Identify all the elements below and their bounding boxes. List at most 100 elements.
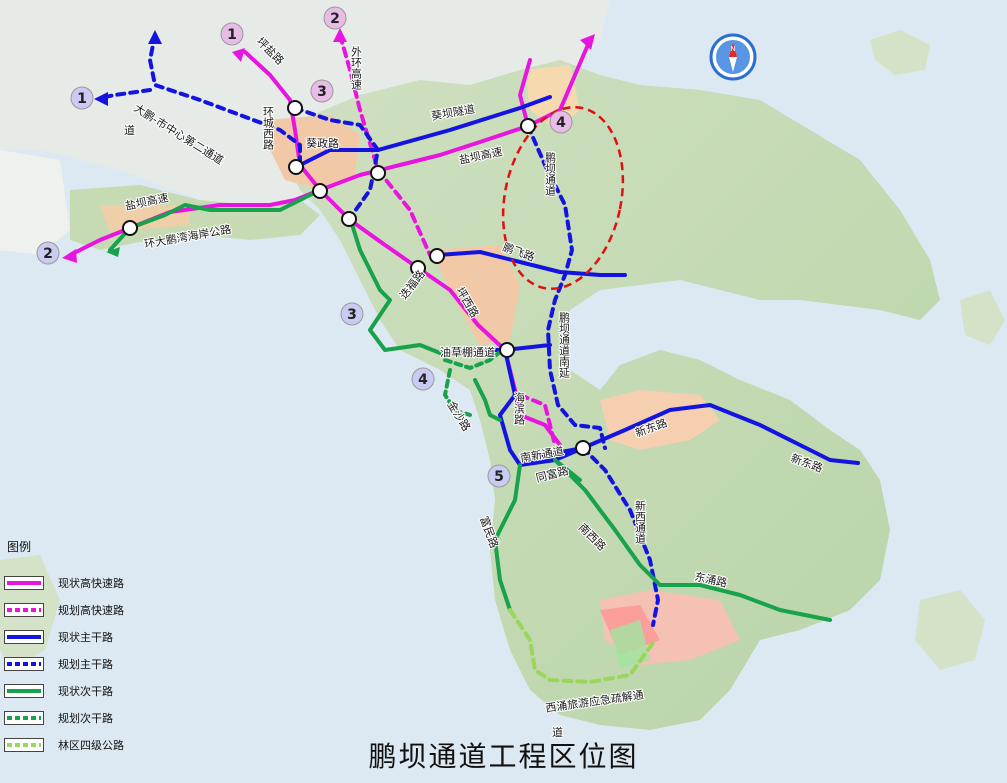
- legend-swatch: [4, 629, 44, 644]
- arrow-icon: [106, 247, 120, 257]
- numbered-markers: 1 2 3 4 1 2 3 4 5: [36, 6, 573, 488]
- legend-item: 现状高快速路: [4, 569, 154, 596]
- xindong-road: [581, 403, 860, 465]
- yanba-west-approach: [518, 58, 532, 128]
- svg-text:4: 4: [556, 115, 566, 131]
- marker-2-blue: 2: [36, 241, 60, 265]
- peninsula-land: [285, 60, 940, 730]
- label-huancheng-west: 环城西路: [262, 106, 275, 151]
- label-kuizheng: 葵政路: [306, 136, 339, 150]
- label-dao: 道: [124, 123, 135, 137]
- legend-swatch: [4, 737, 44, 752]
- pengba-highlight-ellipse: [501, 105, 625, 291]
- svg-text:3: 3: [347, 307, 357, 323]
- legend-title: 图例: [7, 540, 32, 554]
- arrow-icon: [232, 48, 245, 62]
- svg-text:2: 2: [330, 11, 340, 27]
- svg-text:1: 1: [227, 27, 237, 43]
- legend-label: 规划高快速路: [58, 603, 124, 617]
- svg-text:5: 5: [494, 469, 504, 485]
- nanxin-link: [518, 446, 585, 467]
- legend-item: 规划主干路: [4, 650, 154, 677]
- svg-text:3: 3: [317, 84, 327, 100]
- legend-item: 林区四级公路: [4, 731, 154, 758]
- legend-swatch: [4, 656, 44, 671]
- label-xiyong-dao: 道: [552, 725, 563, 739]
- svg-text:4: 4: [418, 372, 428, 388]
- expressways-planned: [338, 33, 557, 447]
- junction-node: [312, 183, 328, 199]
- junction-node: [410, 260, 426, 276]
- marker-1-pink: 1: [220, 22, 244, 46]
- legend-label: 现状次干路: [58, 684, 113, 698]
- arrow-heads: [62, 28, 595, 263]
- label-youcaopeng: 油草棚通道: [440, 345, 495, 359]
- junction-node: [287, 100, 303, 116]
- arrow-icon: [148, 30, 162, 44]
- junction-node: [429, 248, 445, 264]
- label-waihuan: 外环高速: [350, 46, 363, 90]
- marker-4-blue: 4: [411, 367, 435, 391]
- map-title: 鹏坝通道工程区位图: [368, 740, 639, 773]
- junction-node: [520, 118, 536, 134]
- label-haibin: 海滨路: [513, 391, 526, 426]
- arrow-icon: [94, 92, 108, 106]
- svg-text:N: N: [730, 45, 735, 53]
- legend-item: 现状主干路: [4, 623, 154, 650]
- legend-label: 规划主干路: [58, 657, 113, 671]
- junction-node: [288, 159, 304, 175]
- legend-swatch: [4, 710, 44, 725]
- marker-3-blue: 3: [340, 302, 364, 326]
- junction-node: [575, 440, 591, 456]
- fumin-road: [493, 463, 522, 612]
- secondary-roads-planned: [442, 350, 502, 417]
- svg-text:1: 1: [77, 91, 87, 107]
- marker-3-pink: 3: [310, 79, 334, 103]
- legend-label: 规划次干路: [58, 711, 113, 725]
- waihuan-expressway: [338, 33, 432, 257]
- jinsha-planned-south: [442, 368, 472, 417]
- legend-swatch: [4, 683, 44, 698]
- legend-swatch: [4, 575, 44, 590]
- island: [960, 290, 1005, 345]
- label-pengba: 鹏坝通道: [544, 152, 557, 196]
- xinxi-channel: [581, 446, 660, 627]
- haibin-planned: [518, 393, 557, 447]
- arrow-icon: [62, 249, 77, 263]
- tongfu-road: [553, 458, 582, 482]
- svg-text:2: 2: [43, 246, 53, 262]
- marker-1-blue: 1: [70, 86, 94, 110]
- island: [870, 30, 930, 75]
- xiyong-emergency-road: [508, 608, 657, 685]
- arrow-icon: [580, 34, 595, 50]
- legend-label: 现状高快速路: [58, 576, 124, 590]
- marker-4-pink: 4: [549, 110, 573, 134]
- kuizheng-road: [298, 148, 380, 167]
- jinsha-planned: [443, 350, 502, 371]
- junction-node: [122, 220, 138, 236]
- label-xinxi: 新西通道: [634, 499, 647, 544]
- junction-node: [341, 211, 357, 227]
- pengfei-road: [436, 250, 627, 277]
- jinsha-road: [473, 378, 502, 422]
- nanxi-road: [553, 458, 832, 622]
- huancheng-west-loop: [293, 106, 380, 220]
- dapeng-second-channel: [148, 33, 302, 167]
- legend-swatch: [4, 602, 44, 617]
- marker-5-blue: 5: [487, 464, 511, 488]
- legend-label: 现状主干路: [58, 630, 113, 644]
- marker-2-pink: 2: [323, 6, 347, 30]
- legend-item: 规划高快速路: [4, 596, 154, 623]
- mainland-terrain-west: [0, 150, 70, 255]
- compass-icon: N: [709, 33, 757, 81]
- island: [915, 590, 985, 670]
- legend-item: 规划次干路: [4, 704, 154, 731]
- junction-nodes: [122, 100, 591, 456]
- junction-node: [499, 342, 515, 358]
- map-legend: 图例 现状高快速路规划高快速路现状主干路规划主干路现状次干路规划次干路林区四级公…: [4, 538, 154, 758]
- diefu-coast-road: [348, 216, 472, 357]
- arrow-icon: [333, 28, 347, 42]
- legend-label: 林区四级公路: [58, 738, 124, 752]
- kuiba-tunnel: [376, 95, 552, 152]
- legend-item: 现状次干路: [4, 677, 154, 704]
